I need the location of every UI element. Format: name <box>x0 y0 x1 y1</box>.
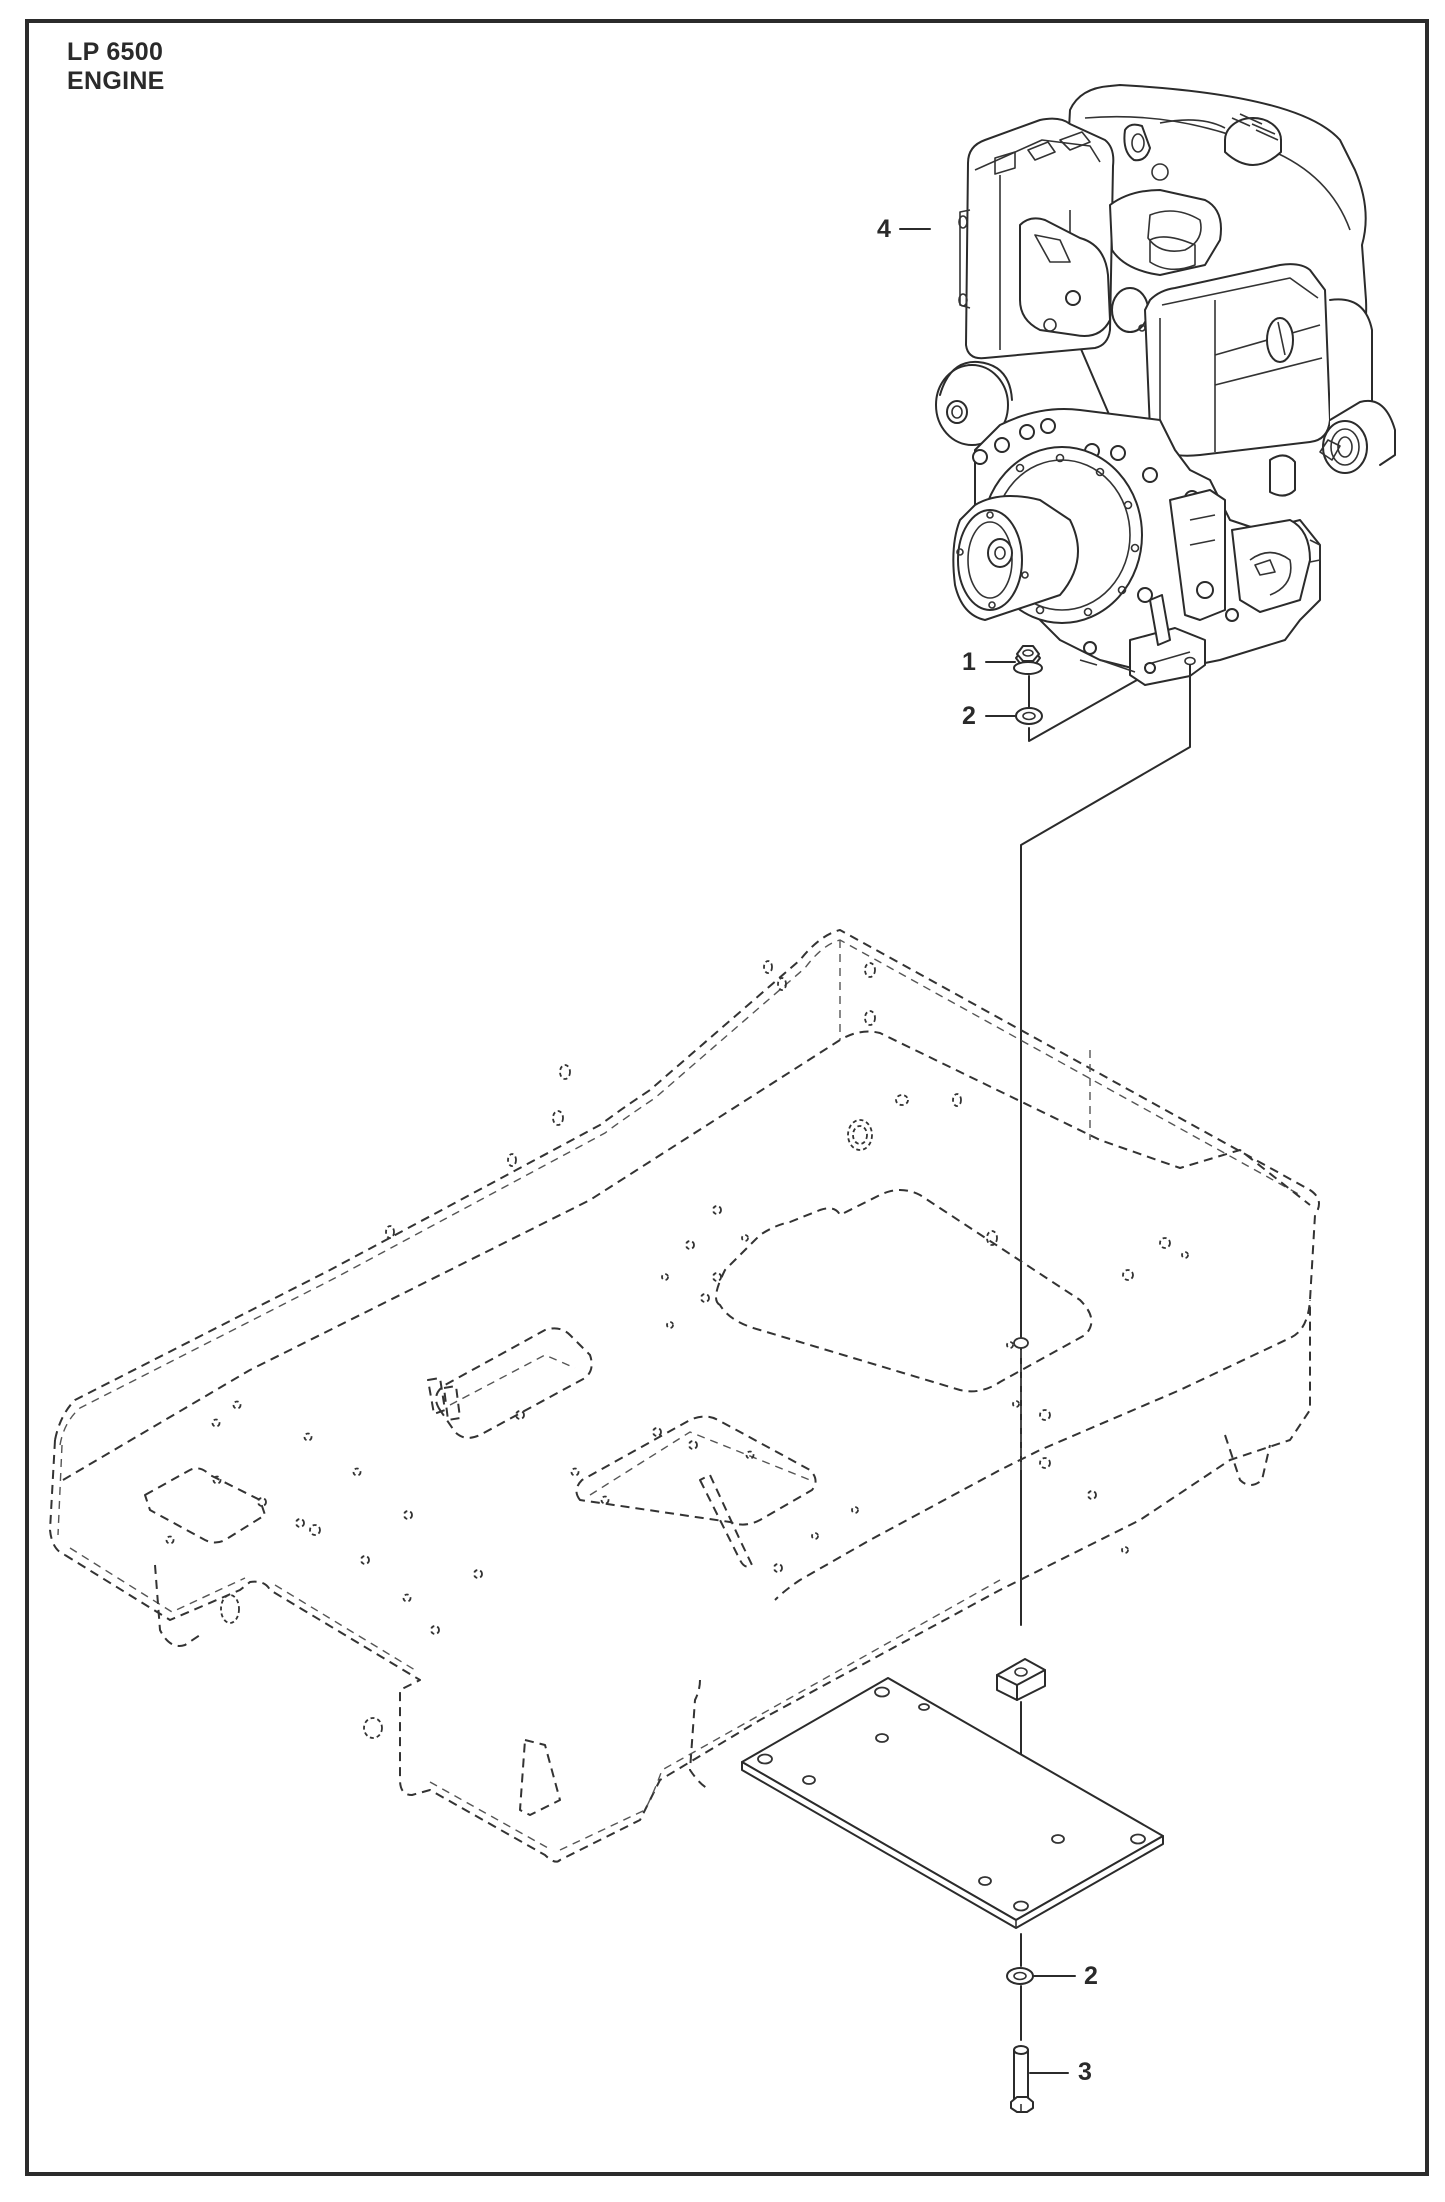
callout-2-lower[interactable]: 2 <box>1084 1962 1098 1990</box>
spacer-block[interactable] <box>996 1658 1046 1701</box>
hex-bolt[interactable] <box>1010 2045 1034 2113</box>
washer-lower[interactable] <box>1006 1967 1034 1985</box>
explode-line-upper <box>1028 679 1138 742</box>
base-frame <box>49 929 1320 1863</box>
callout-1[interactable]: 1 <box>962 648 976 676</box>
drawing-border <box>25 19 1429 2176</box>
section-title: ENGINE <box>67 67 165 95</box>
callout-2-upper[interactable]: 2 <box>962 702 976 730</box>
engine-mounting-plate[interactable] <box>741 1677 1164 1929</box>
engine-assembly[interactable] <box>935 84 1396 686</box>
callout-3[interactable]: 3 <box>1078 2058 1092 2086</box>
title-block: LP 6500 ENGINE <box>67 38 165 96</box>
callout-4[interactable]: 4 <box>877 215 891 243</box>
explode-line-main <box>1020 664 1191 1626</box>
washer-upper[interactable] <box>1015 707 1043 725</box>
model-title: LP 6500 <box>67 38 164 66</box>
flange-nut[interactable] <box>1013 645 1043 675</box>
